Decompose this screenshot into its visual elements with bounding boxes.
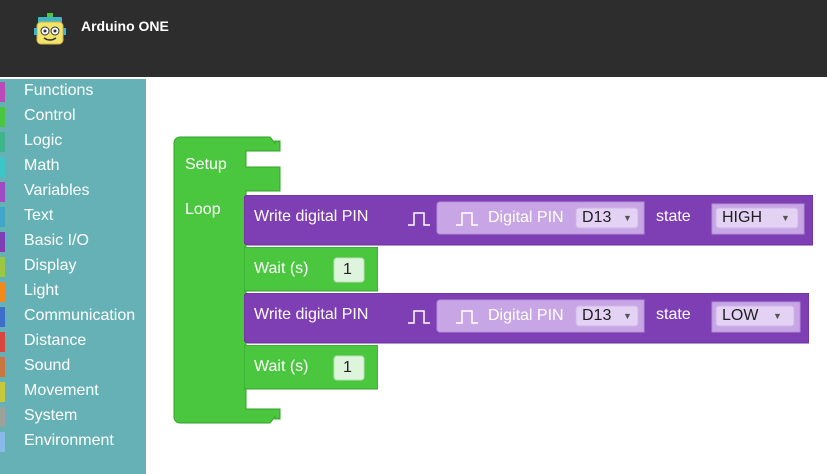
write-digital-block-shape (244, 293, 809, 344)
write-digital-block[interactable]: Write digital PIN Digital PIN D13 ▼ stat… (244, 195, 813, 247)
pin-dropdown-arrow-icon[interactable]: ▼ (623, 311, 632, 321)
category-color-swatch (0, 82, 5, 102)
sidebar-category-distance[interactable]: Distance (0, 329, 146, 354)
sidebar-category-light[interactable]: Light (0, 279, 146, 304)
digital-pin-label: Digital PIN (488, 307, 564, 324)
category-label: Functions (24, 82, 94, 99)
sidebar-category-communication[interactable]: Communication (0, 304, 146, 329)
category-color-swatch (0, 232, 5, 252)
category-color-swatch (0, 257, 5, 277)
sidebar-category-environment[interactable]: Environment (0, 429, 146, 454)
write-digital-block-shape (244, 195, 813, 246)
sidebar-category-basic-i-o[interactable]: Basic I/O (0, 229, 146, 254)
category-label: Math (24, 157, 60, 174)
write-digital-block[interactable]: Write digital PIN Digital PIN D13 ▼ stat… (244, 293, 809, 345)
category-color-swatch (0, 307, 5, 327)
wait-block[interactable]: Wait (s) 1 (244, 247, 378, 293)
wait-seconds-input[interactable]: 1 (343, 261, 352, 278)
wait-block-shape (244, 345, 378, 390)
category-label: Distance (24, 332, 87, 349)
category-color-swatch (0, 282, 5, 302)
state-dropdown-arrow-icon[interactable]: ▼ (781, 213, 790, 223)
robot-logo-icon (34, 13, 66, 45)
digital-pin-label: Digital PIN (488, 209, 564, 226)
block-workspace[interactable]: Setup Loop Write digital PIN Digital PIN… (146, 77, 827, 474)
wait-title: Wait (s) (254, 260, 309, 277)
sidebar-category-math[interactable]: Math (0, 154, 146, 179)
sidebar-category-text[interactable]: Text (0, 204, 146, 229)
category-label: Environment (24, 432, 114, 449)
write-digital-title: Write digital PIN (254, 208, 369, 225)
category-label: Display (24, 257, 77, 274)
sidebar-category-variables[interactable]: Variables (0, 179, 146, 204)
app-title: Arduino ONE (81, 18, 169, 34)
setup-label: Setup (185, 156, 227, 173)
category-label: Text (24, 207, 54, 224)
wait-seconds-input[interactable]: 1 (343, 359, 352, 376)
category-color-swatch (0, 182, 5, 202)
sidebar-category-control[interactable]: Control (0, 104, 146, 129)
sidebar-category-sound[interactable]: Sound (0, 354, 146, 379)
category-color-swatch (0, 332, 5, 352)
category-label: Sound (24, 357, 71, 374)
state-dropdown[interactable]: LOW (722, 307, 759, 324)
category-color-swatch (0, 382, 5, 402)
pin-dropdown[interactable]: D13 (582, 209, 612, 226)
block-canvas (173, 136, 281, 424)
state-dropdown[interactable]: HIGH (722, 209, 762, 226)
sidebar-category-functions[interactable]: Functions (0, 79, 146, 104)
state-dropdown-arrow-icon[interactable]: ▼ (773, 311, 782, 321)
state-label: state (656, 208, 691, 225)
category-label: Control (24, 107, 76, 124)
pin-dropdown[interactable]: D13 (582, 307, 612, 324)
category-label: Light (24, 282, 59, 299)
category-label: Movement (24, 382, 99, 399)
wait-title: Wait (s) (254, 358, 309, 375)
category-color-swatch (0, 357, 5, 377)
category-label: Variables (24, 182, 90, 199)
sidebar-category-movement[interactable]: Movement (0, 379, 146, 404)
category-color-swatch (0, 407, 5, 427)
category-label: Basic I/O (24, 232, 89, 249)
category-color-swatch (0, 132, 5, 152)
sidebar-category-display[interactable]: Display (0, 254, 146, 279)
write-digital-title: Write digital PIN (254, 306, 369, 323)
category-color-swatch (0, 157, 5, 177)
state-label: state (656, 306, 691, 323)
sidebar-category-system[interactable]: System (0, 404, 146, 429)
loop-label: Loop (185, 201, 221, 218)
category-label: System (24, 407, 78, 424)
wait-block-shape (244, 247, 378, 292)
category-label: Communication (24, 307, 136, 324)
pin-dropdown-arrow-icon[interactable]: ▼ (623, 213, 632, 223)
app-header: Arduino ONE (0, 0, 827, 77)
category-color-swatch (0, 207, 5, 227)
category-color-swatch (0, 432, 5, 452)
setup-loop-block-shape[interactable] (173, 136, 281, 424)
sidebar-category-logic[interactable]: Logic (0, 129, 146, 154)
category-color-swatch (0, 107, 5, 127)
wait-block[interactable]: Wait (s) 1 (244, 345, 378, 391)
category-label: Logic (24, 132, 63, 149)
